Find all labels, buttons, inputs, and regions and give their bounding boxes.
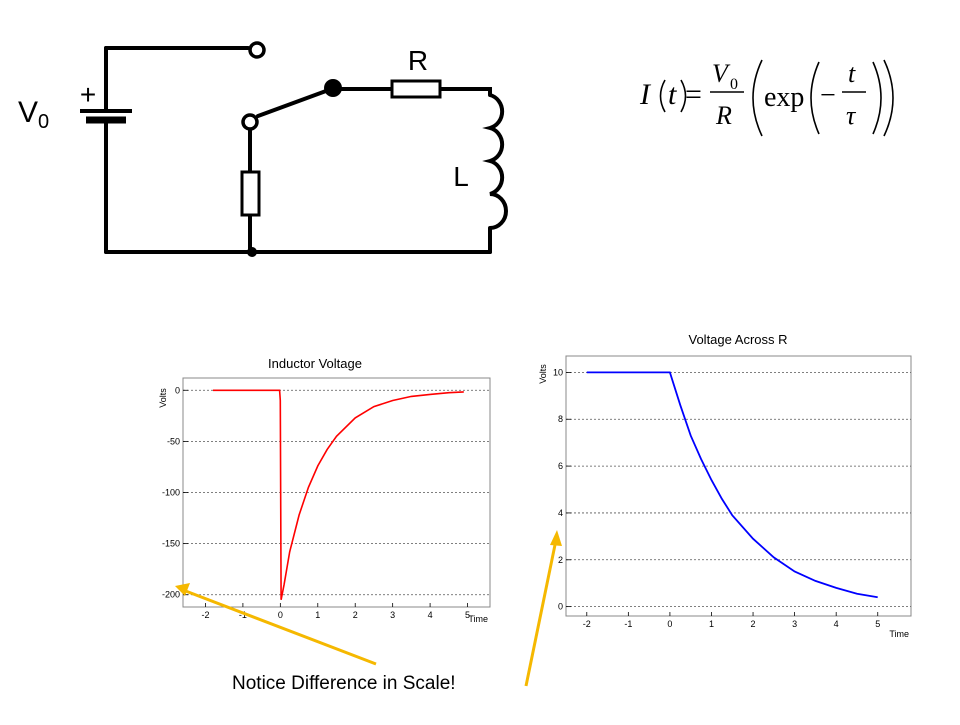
resistor-shunt [240, 170, 261, 217]
source-label-subscript: 0 [38, 111, 49, 133]
annotation-arrow-left-head [175, 583, 190, 596]
resistor-x-tick-label: 2 [751, 619, 756, 629]
resistor-x-tick-label: 5 [875, 619, 880, 629]
chart-resistor-gridlines [566, 371, 911, 608]
chart-inductor-x-ticks: -2 -1 0 1 2 3 4 5 [201, 603, 470, 620]
resistor-x-tick-label: 4 [834, 619, 839, 629]
inductor-x-tick-label: 3 [390, 610, 395, 620]
formula-equals: = [685, 78, 702, 111]
current-formula: I t = V 0 R exp − t τ [639, 59, 894, 137]
formula-paren-left-2 [752, 59, 763, 137]
chart-resistor-title: Voltage Across R [689, 332, 788, 347]
chart-inductor-y-ticks: 0 -50 -100 -150 -200 [162, 385, 188, 600]
chart-resistor-x-ticks: -2 -1 0 1 2 3 4 5 [583, 612, 880, 629]
resistor-x-tick-label: 3 [792, 619, 797, 629]
formula-lhs-function: I [639, 78, 652, 111]
annotation-text: Notice Difference in Scale! [232, 673, 456, 694]
chart-resistor-ylabel: Volts [538, 364, 548, 384]
chart-inductor-xlabel: Time [468, 614, 488, 624]
formula-paren-right-2 [883, 59, 894, 137]
switch-contact-pivot [241, 113, 259, 131]
inductor-y-tick-label: -100 [162, 488, 180, 498]
switch-contact-closed [324, 79, 342, 97]
chart-inductor-title: Inductor Voltage [268, 356, 362, 371]
switch-lever [256, 89, 328, 118]
inductor-coil [482, 93, 508, 230]
formula-numerator-symbol: V [712, 59, 731, 88]
resistor-y-tick-label: 2 [558, 555, 563, 565]
formula-paren-left-1 [659, 79, 666, 113]
wire-resistor-to-inductor [438, 87, 492, 97]
annotation-arrow-right [524, 539, 558, 687]
resistor-y-tick-label: 0 [558, 602, 563, 612]
inductor-x-tick-label: -2 [201, 610, 209, 620]
formula-paren-right-3 [872, 61, 882, 135]
chart-voltage-across-r: Voltage Across R -2 -1 0 1 2 3 4 5 0 2 4 6 8 10 Volt… [538, 332, 912, 639]
resistor-x-tick-label: -1 [624, 619, 632, 629]
inductor-x-tick-label: 0 [278, 610, 283, 620]
battery-plus-sign: + [80, 79, 96, 110]
resistor-x-tick-label: -2 [583, 619, 591, 629]
resistor-r [390, 79, 442, 99]
chart-inductor-voltage: Inductor Voltage -2 -1 0 1 2 3 4 5 0 -50 -100 -150… [158, 356, 491, 624]
resistor-y-tick-label: 10 [553, 367, 563, 377]
inductor-x-tick-label: 1 [315, 610, 320, 620]
formula-paren-right-1 [680, 79, 687, 113]
chart-inductor-gridlines [183, 389, 490, 596]
formula-inner-denominator: τ [846, 101, 857, 130]
chart-resistor-y-ticks: 0 2 4 6 8 10 [553, 367, 571, 612]
inductor-x-tick-label: 4 [428, 610, 433, 620]
chart-resistor-frame [565, 355, 912, 617]
formula-inner-numerator: t [848, 59, 856, 88]
resistor-y-tick-label: 8 [558, 414, 563, 424]
inductor-x-tick-label: -1 [239, 610, 247, 620]
switch-contact-open [248, 41, 266, 59]
annotation-arrow-right-head [550, 530, 562, 546]
resistor-x-tick-label: 1 [709, 619, 714, 629]
scale-annotation: Notice Difference in Scale! [175, 530, 562, 694]
chart-resistor-series-line [586, 371, 878, 599]
source-label: V0 [18, 96, 49, 133]
formula-minus: − [820, 80, 836, 111]
chart-inductor-ylabel: Volts [158, 388, 168, 408]
inductor-x-tick-label: 2 [353, 610, 358, 620]
chart-inductor-series-line [213, 389, 464, 600]
formula-denominator-symbol: R [715, 101, 732, 130]
inductor-label: L [453, 161, 469, 192]
resistor-x-tick-label: 0 [667, 619, 672, 629]
resistor-y-tick-label: 6 [558, 461, 563, 471]
resistor-y-tick-label: 4 [558, 508, 563, 518]
junction-dot [247, 247, 257, 257]
formula-numerator-subscript: 0 [730, 76, 738, 93]
inductor-y-tick-label: -200 [162, 590, 180, 600]
inductor-y-tick-label: -50 [167, 436, 180, 446]
inductor-x-tick-label: 5 [465, 610, 470, 620]
resistor-label: R [408, 45, 428, 76]
annotation-arrow-left [182, 588, 377, 666]
formula-function-name: exp [764, 82, 804, 113]
inductor-y-tick-label: 0 [175, 385, 180, 395]
inductor-y-tick-label: -150 [162, 539, 180, 549]
formula-lhs-variable: t [668, 78, 677, 111]
chart-resistor-xlabel: Time [889, 629, 909, 639]
circuit-diagram: + V0 R L [18, 41, 508, 257]
formula-paren-left-3 [810, 61, 820, 135]
